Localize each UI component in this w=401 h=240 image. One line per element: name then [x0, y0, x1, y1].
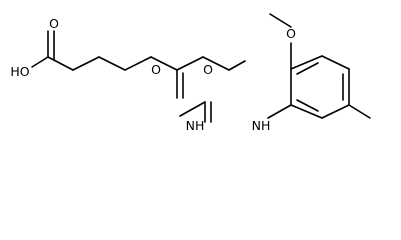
bond-c4-c5	[124, 56, 152, 71]
bond-c6-c7	[176, 56, 204, 71]
bond-nh-aryl	[267, 104, 292, 119]
bond-ho-c1	[31, 56, 49, 68]
bond-c7-c8	[202, 56, 230, 71]
bonds	[31, 13, 371, 123]
bond-c3-c4	[98, 56, 126, 71]
ring-bond-4	[321, 104, 350, 119]
bond-c8-nh	[228, 60, 246, 71]
bond-o-methyl	[269, 13, 292, 28]
bond-ring-methyl	[348, 104, 371, 119]
atom-labels: HO O O NH O NH O	[10, 16, 296, 133]
atom-label-aryl-nh: NH	[252, 118, 271, 133]
atom-label-acid-carbonyl-oxygen: O	[49, 16, 59, 31]
atom-label-methoxy-oxygen: O	[286, 26, 296, 41]
atom-label-imide-nh: NH	[186, 118, 205, 133]
ring-inner-3	[296, 99, 319, 112]
ring-bond-1	[290, 55, 323, 70]
chemical-structure: HO O O NH O NH O	[10, 13, 371, 133]
bond-nh-c9	[179, 101, 206, 117]
bond-c1-c2	[47, 56, 74, 71]
atom-label-hydroxyl: HO	[10, 64, 29, 79]
ring-bond-5	[290, 104, 323, 119]
bond-c5-c6	[150, 56, 178, 71]
ring-inner-1	[296, 62, 319, 75]
bond-c2-c3	[72, 56, 100, 71]
atom-label-amide-carbonyl-oxygen: O	[151, 62, 161, 77]
ring-bond-2	[321, 55, 350, 70]
atom-label-urea-carbonyl-oxygen: O	[203, 62, 213, 77]
